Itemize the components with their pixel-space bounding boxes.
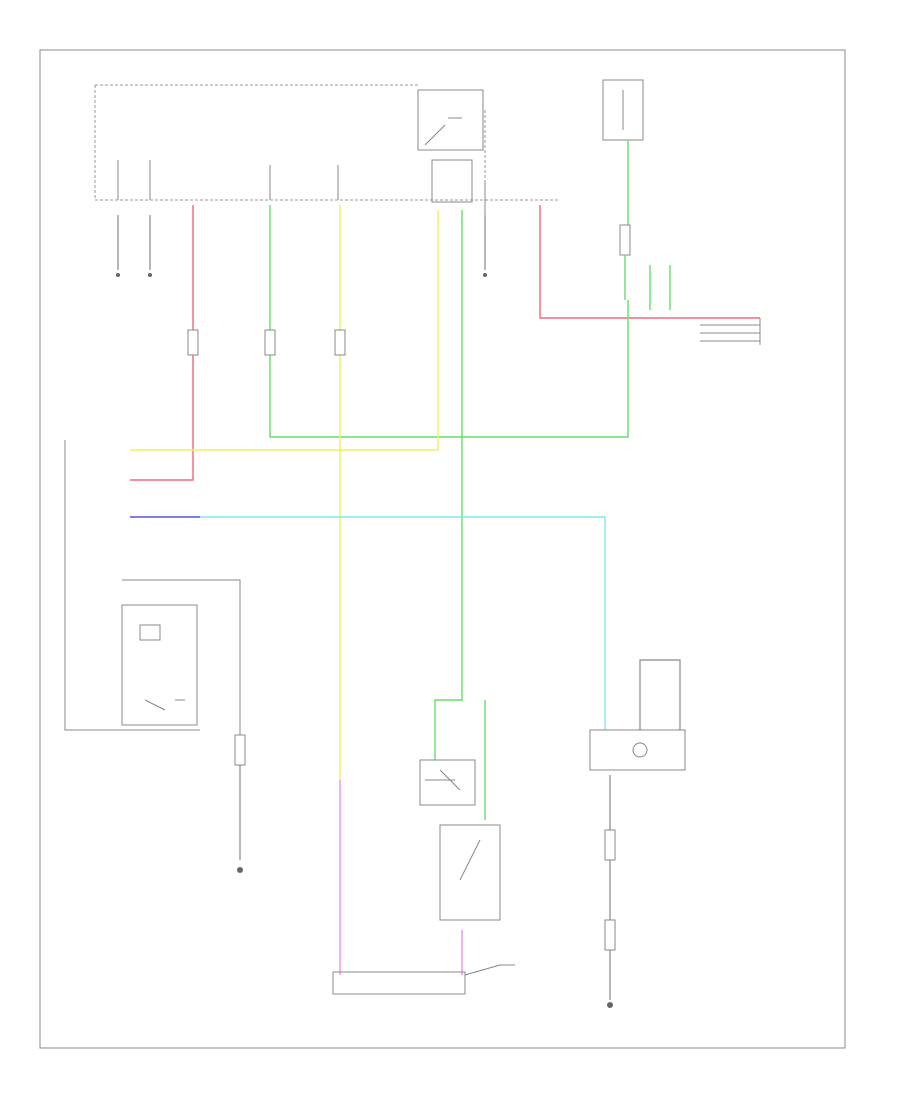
- brake-ground: [607, 1002, 613, 1008]
- green-wire-right-drop: [624, 255, 671, 310]
- green-wire-relay: [434, 210, 463, 760]
- fuse-red: [187, 329, 199, 356]
- cyan-wire: [200, 516, 606, 730]
- yellow-wire-1: [130, 210, 439, 451]
- fuse-brake-2: [604, 919, 616, 951]
- relay-lower-box: [431, 159, 473, 203]
- gear-sensor-switch: [459, 839, 481, 881]
- fuse-yellow: [334, 329, 346, 356]
- bottom-connector: [332, 971, 466, 995]
- bottom-connector-stub: [464, 964, 515, 976]
- bcm-outline: [64, 440, 200, 731]
- relay-switch: [424, 117, 462, 146]
- main-unit-outline: [94, 84, 560, 201]
- fuse-green-right: [619, 224, 631, 256]
- bcm-ground: [237, 867, 243, 873]
- bcm-pin-line: [122, 579, 241, 735]
- red-wire-2: [539, 205, 760, 319]
- neutral-switch-contact: [425, 769, 461, 791]
- unit-pins: [117, 160, 486, 215]
- hazard-switch-lines: [700, 318, 761, 345]
- diagram-frame: [39, 49, 846, 1049]
- relay-box: [417, 89, 484, 151]
- brake-switch-loop: [639, 659, 681, 730]
- neutral-switch-box: [419, 759, 476, 806]
- bcm-relay-box: [121, 604, 198, 726]
- gear-sensor-box: [439, 824, 501, 921]
- ground-point-2: [148, 273, 152, 277]
- top-right-component: [602, 79, 644, 141]
- left-ground-wires: [117, 215, 486, 270]
- ground-point-3: [483, 273, 487, 277]
- fuse-bcm: [234, 734, 246, 766]
- brake-switch-lamp: [632, 742, 648, 758]
- bcm-relay-coil: [139, 624, 185, 711]
- red-wire-1: [130, 205, 194, 481]
- green-wire-bus: [269, 205, 629, 438]
- brake-switch-box: [589, 729, 686, 771]
- pink-wire: [339, 780, 463, 975]
- ground-point-1: [116, 273, 120, 277]
- fuse-green: [264, 329, 276, 356]
- fuse-brake-1: [604, 829, 616, 861]
